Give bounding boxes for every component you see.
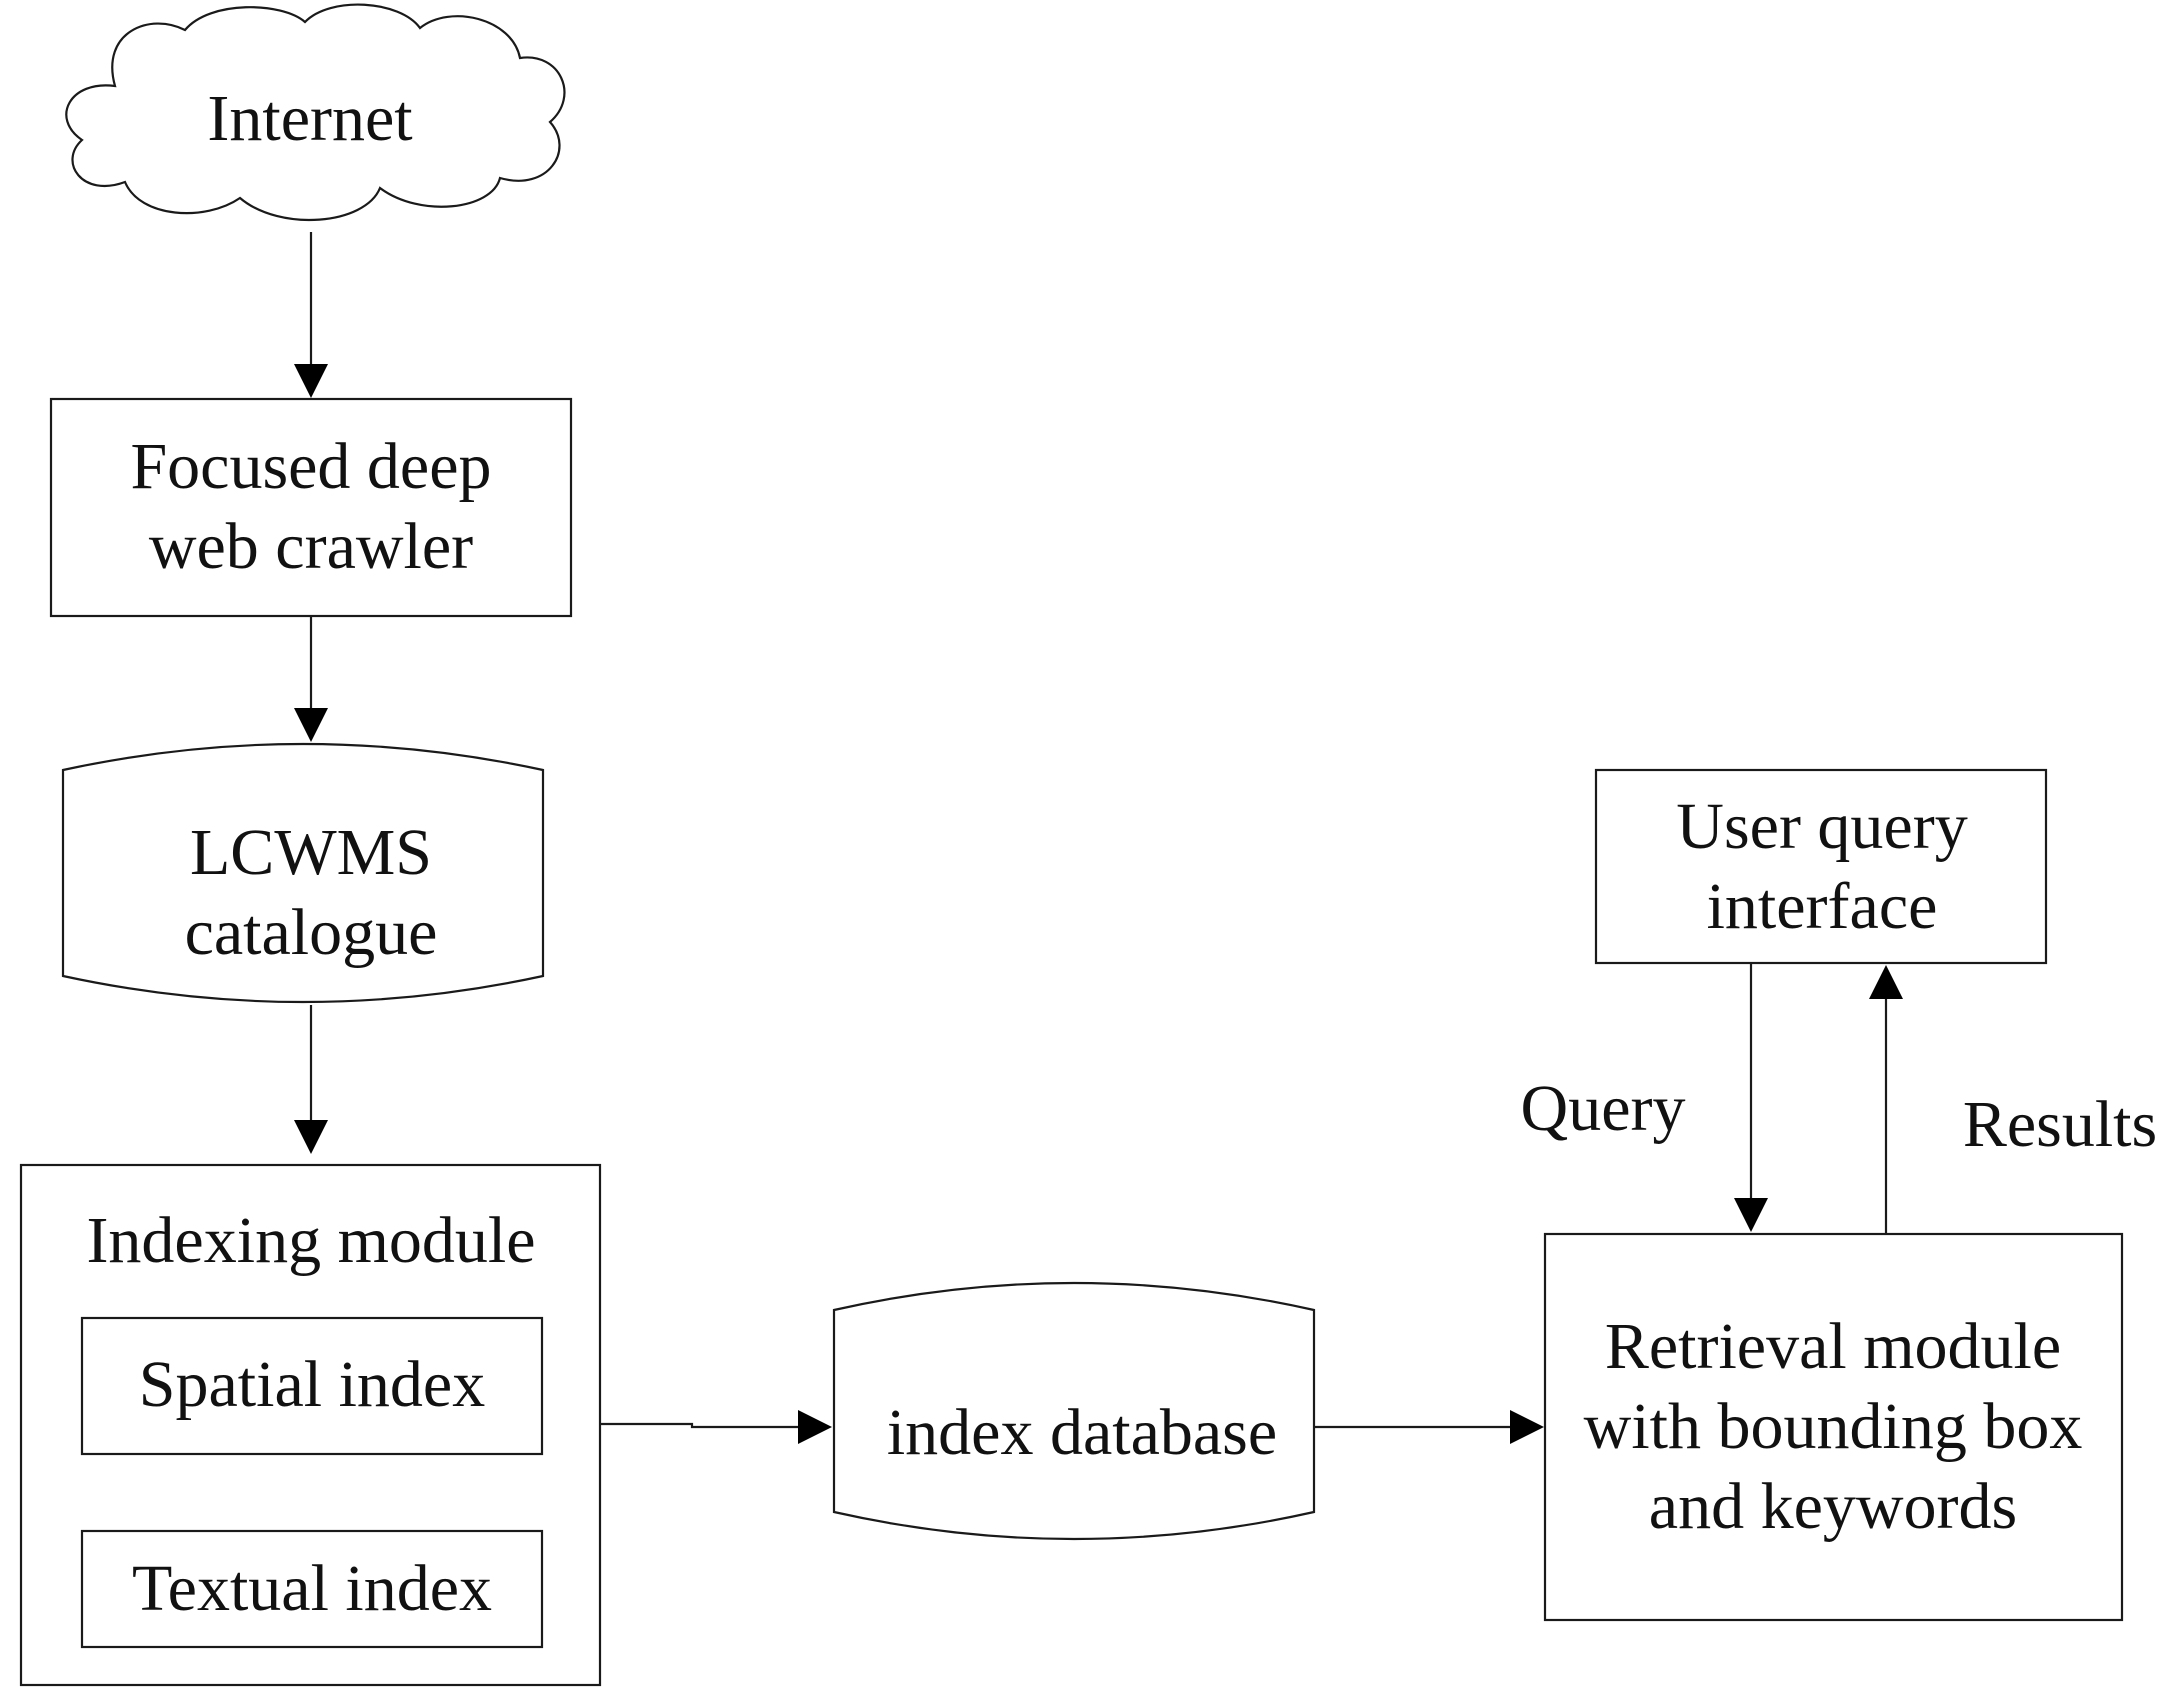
retrieval-module-label: Retrieval module xyxy=(1605,1310,2061,1383)
arrowhead-down-icon xyxy=(294,708,328,742)
user-query-interface-label: interface xyxy=(1707,870,1938,943)
arrow-internet-to-crawler xyxy=(294,232,328,398)
results-edge-label: Results xyxy=(1963,1088,2157,1161)
indexing-module-title: Indexing module xyxy=(86,1204,535,1277)
textual-index-box xyxy=(80,1529,544,1649)
internet-label: Internet xyxy=(207,82,412,155)
catalogue-label: LCWMS xyxy=(190,816,432,889)
spatial-index-box xyxy=(80,1316,544,1456)
arrowhead-down-icon xyxy=(294,364,328,398)
arrow-index-database-to-retrieval xyxy=(1315,1410,1544,1444)
spatial-index-label: Spatial index xyxy=(139,1348,485,1421)
arrow-crawler-to-catalogue xyxy=(294,617,328,742)
user-query-interface-label: User query xyxy=(1676,790,1967,863)
arrowhead-down-icon xyxy=(294,1120,328,1154)
arrowhead-up-icon xyxy=(1869,965,1903,999)
retrieval-module-node: Retrieval module with bounding box and k… xyxy=(1543,1232,2124,1622)
index-database-label: index database xyxy=(887,1396,1277,1469)
arrowhead-right-icon xyxy=(1510,1410,1544,1444)
catalogue-node: LCWMS catalogue xyxy=(61,742,545,1004)
retrieval-module-label: with bounding box xyxy=(1584,1390,2083,1463)
database-icon xyxy=(61,742,545,1004)
arrowhead-down-icon xyxy=(1734,1198,1768,1232)
crawler-box xyxy=(49,397,573,618)
indexing-module-node: Indexing module Spatial index Textual in… xyxy=(19,1163,602,1687)
internet-cloud-node: Internet xyxy=(65,3,566,222)
crawler-label: Focused deep xyxy=(130,430,491,503)
database-icon xyxy=(832,1281,1316,1541)
crawler-node: Focused deep web crawler xyxy=(49,397,573,618)
user-query-interface-node: User query interface xyxy=(1594,768,2048,965)
index-database-node: index database xyxy=(832,1281,1316,1541)
textual-index-label: Textual index xyxy=(132,1552,492,1625)
arrowhead-right-icon xyxy=(798,1410,832,1444)
catalogue-label: catalogue xyxy=(185,896,438,969)
arrow-catalogue-to-indexing xyxy=(294,1005,328,1154)
user-query-interface-box xyxy=(1594,768,2048,965)
arrow-query-to-retrieval xyxy=(1734,964,1768,1232)
crawler-label: web crawler xyxy=(149,510,473,583)
arrow-results-to-user-interface xyxy=(1869,965,1903,1233)
cloud-icon xyxy=(65,3,566,222)
query-edge-label: Query xyxy=(1521,1072,1686,1145)
arrow-indexing-to-index-database xyxy=(600,1410,832,1444)
retrieval-module-label: and keywords xyxy=(1649,1470,2017,1543)
retrieval-module-box xyxy=(1543,1232,2124,1622)
